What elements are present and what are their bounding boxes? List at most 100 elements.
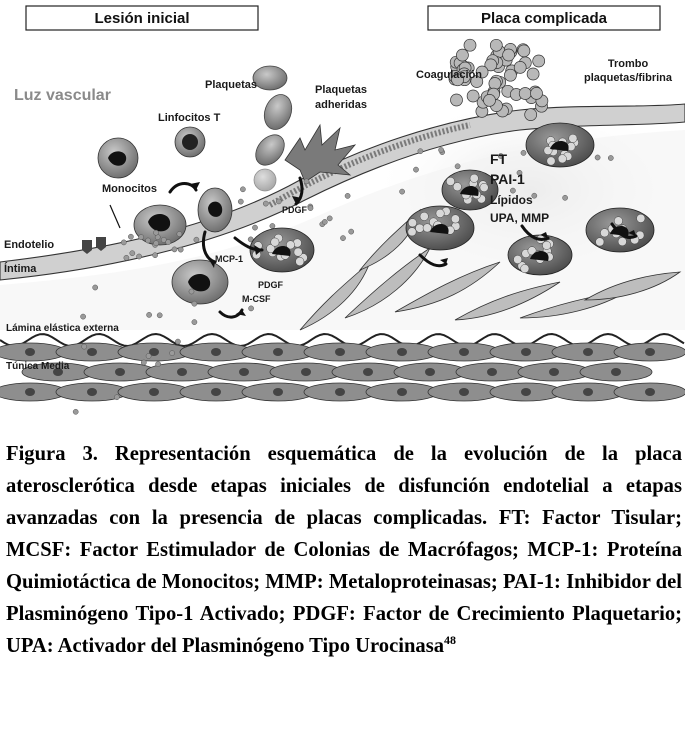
- intima-layer: [0, 130, 685, 330]
- lipid-dot: [562, 194, 568, 201]
- foam-cell: [441, 169, 499, 211]
- media-cell-nucleus: [521, 348, 531, 356]
- label-plaquetas-adheridas-2: adheridas: [315, 99, 367, 111]
- caption-text: Figura 3. Representación esquemática de …: [6, 443, 682, 657]
- thrombus-platelet: [513, 61, 527, 74]
- foam-vacuole: [419, 211, 429, 221]
- foam-vacuole: [452, 182, 462, 192]
- label-monocitos: Monocitos: [102, 183, 157, 195]
- foam-cell: [405, 205, 475, 251]
- foam-cell: [507, 234, 573, 276]
- label-upa-mmp: UPA, MMP: [490, 211, 549, 225]
- foam-vacuole: [543, 146, 553, 155]
- foam-vacuole: [295, 257, 305, 266]
- media-cell-nucleus: [273, 388, 283, 396]
- foam-vacuole: [270, 237, 280, 247]
- foam-vacuole: [435, 208, 445, 218]
- lipid-dot: [156, 312, 163, 319]
- media-cell-nucleus: [645, 388, 655, 396]
- foam-vacuole: [527, 246, 537, 256]
- thrombus: [448, 38, 549, 121]
- thrombus-platelet: [463, 38, 477, 52]
- label-endotelio: Endotelio: [4, 239, 54, 251]
- lipid-dot: [177, 246, 184, 253]
- lipid-dot: [123, 254, 130, 261]
- media-cell-nucleus: [335, 388, 345, 396]
- lipid-dot: [413, 166, 419, 173]
- media-cell-nucleus: [211, 348, 221, 356]
- label-trombo-1: Trombo: [608, 58, 649, 70]
- monocyte-2: [133, 204, 187, 246]
- lipid-dot: [152, 252, 158, 259]
- foam-cells: [249, 122, 655, 276]
- lipid-dot: [454, 163, 461, 170]
- media-cell-nucleus: [115, 368, 125, 376]
- media-cell-nucleus: [149, 348, 159, 356]
- label-mcsf: M-CSF: [242, 294, 271, 304]
- thrombus-platelet: [526, 67, 540, 81]
- media-cell-nucleus: [425, 368, 435, 376]
- lipid-dot: [237, 198, 244, 205]
- lipid-dot: [275, 198, 282, 205]
- lipid-dot: [175, 338, 181, 345]
- media-cell-nucleus: [583, 348, 593, 356]
- lipid-dot: [114, 394, 120, 401]
- lipid-particles: [72, 147, 614, 415]
- thrombus-platelet: [456, 48, 469, 62]
- foam-vacuole: [600, 228, 610, 238]
- lamina-elastica-line: [0, 332, 685, 348]
- label-lipidos: Lípidos: [490, 193, 533, 207]
- lipid-dot: [145, 237, 151, 244]
- thrombus-platelet: [517, 44, 531, 58]
- lipid-dot: [438, 147, 444, 153]
- svg-text:Lesión inicial: Lesión inicial: [94, 10, 189, 27]
- lipid-dot: [92, 284, 99, 291]
- foam-vacuole: [546, 156, 556, 166]
- label-ft: FT: [490, 151, 508, 167]
- lipid-dot: [193, 236, 200, 243]
- figure-caption: Figura 3. Representación esquemática de …: [6, 438, 682, 662]
- media-cell-nucleus: [487, 368, 497, 376]
- caption-reference: 48: [444, 633, 457, 648]
- foam-vacuole: [557, 154, 567, 164]
- foam-vacuole: [595, 237, 605, 247]
- lipid-dot: [303, 178, 310, 185]
- media-cell-nucleus: [397, 348, 407, 356]
- media-cell-nucleus: [177, 368, 187, 376]
- foam-vacuole: [293, 247, 303, 257]
- lipid-dot: [321, 219, 328, 225]
- thrombus-platelet: [504, 68, 517, 82]
- adhesion-molecules: [82, 237, 106, 254]
- svg-text:Placa complicada: Placa complicada: [481, 10, 608, 27]
- monocyte-pointer: [109, 204, 121, 229]
- lipid-dot: [165, 239, 172, 245]
- foam-vacuole: [286, 240, 295, 250]
- thrombus-platelet: [532, 54, 546, 68]
- lipid-dot: [176, 231, 183, 237]
- lipid-dot: [252, 224, 258, 231]
- media-cell-nucleus: [521, 388, 531, 396]
- label-pdgf-1: PDGF: [282, 205, 308, 215]
- header-left: Lesión inicial: [25, 5, 259, 31]
- foam-vacuole: [266, 244, 276, 254]
- lipid-dot: [531, 192, 538, 199]
- media-cell-nucleus: [211, 388, 221, 396]
- foam-cell: [585, 207, 655, 253]
- thrombus-platelet: [484, 58, 498, 72]
- lipid-dot: [516, 169, 523, 176]
- lipid-dot: [340, 235, 346, 241]
- lipid-dot: [81, 343, 88, 350]
- media-cell-nucleus: [87, 388, 97, 396]
- media-cell-nucleus: [53, 368, 63, 376]
- lipid-dot: [497, 153, 504, 159]
- lipid-dot: [262, 200, 269, 207]
- media-cell-nucleus: [149, 388, 159, 396]
- foam-vacuole: [450, 214, 460, 224]
- label-linfocitos: Linfocitos T: [158, 112, 221, 124]
- label-intima: Íntima: [4, 262, 37, 275]
- media-cell-nucleus: [301, 368, 311, 376]
- tunica-media-cells: [0, 342, 685, 402]
- foam-nucleus: [272, 245, 291, 256]
- foam-nucleus: [460, 185, 479, 196]
- media-cell-nucleus: [25, 388, 35, 396]
